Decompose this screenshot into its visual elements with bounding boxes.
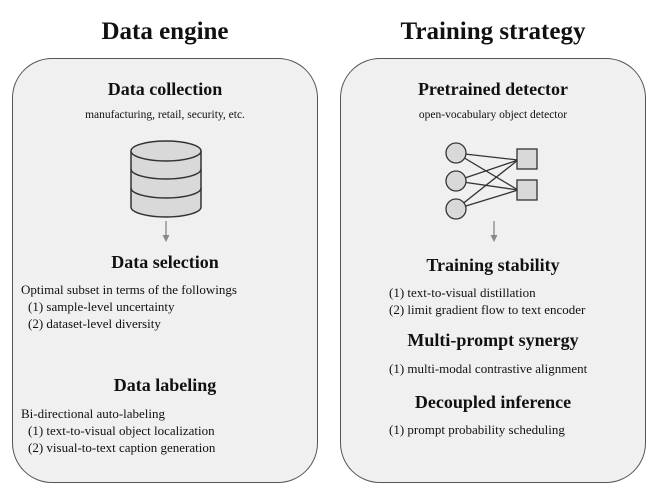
- training-stability-item: (1) text-to-visual distillation: [389, 285, 536, 300]
- data-selection-item: (1) sample-level uncertainty: [28, 299, 175, 314]
- pretrained-detector-heading: Pretrained detector: [417, 79, 569, 99]
- multi-prompt-synergy-heading: Multi-prompt synergy: [407, 330, 579, 350]
- data-labeling-heading: Data labeling: [113, 375, 217, 395]
- data-selection-intro: Optimal subset in terms of the following…: [21, 282, 237, 297]
- multi-prompt-synergy-text: (1) multi-modal contrastive alignment: [389, 360, 587, 377]
- training-stability-item: (2) limit gradient flow to text encoder: [389, 302, 586, 317]
- pretrained-detector-subtitle: open-vocabulary object detector: [418, 109, 568, 121]
- decoupled-inference-heading: Decoupled inference: [414, 392, 572, 412]
- data-labeling-item: (1) text-to-visual object localization: [28, 423, 215, 438]
- data-collection-heading: Data collection: [107, 79, 223, 99]
- flow-arrow: [162, 221, 170, 242]
- data-collection-subtitle: manufacturing, retail, security, etc.: [85, 109, 245, 121]
- data-selection-heading: Data selection: [111, 252, 219, 272]
- training-stability-text: (1) text-to-visual distillation (2) limi…: [389, 284, 585, 318]
- data-labeling-intro: Bi-directional auto-labeling: [21, 406, 166, 421]
- data-engine-title: Data engine: [101, 18, 229, 45]
- decoupled-inference-item: (1) prompt probability scheduling: [389, 422, 565, 437]
- network-icon: [445, 142, 538, 220]
- training-strategy-title: Training strategy: [400, 18, 586, 45]
- data-labeling-text: Bi-directional auto-labeling (1) text-to…: [21, 405, 215, 456]
- data-engine-panel: Data collection manufacturing, retail, s…: [12, 58, 318, 483]
- data-selection-text: Optimal subset in terms of the following…: [21, 281, 237, 332]
- flow-arrow: [490, 221, 498, 242]
- training-strategy-panel: Pretrained detector open-vocabulary obje…: [340, 58, 646, 483]
- multi-prompt-synergy-item: (1) multi-modal contrastive alignment: [389, 361, 588, 376]
- decoupled-inference-text: (1) prompt probability scheduling: [389, 421, 565, 438]
- database-icon: [130, 140, 202, 218]
- data-labeling-item: (2) visual-to-text caption generation: [28, 440, 216, 455]
- training-stability-heading: Training stability: [426, 255, 560, 275]
- data-selection-item: (2) dataset-level diversity: [28, 316, 161, 331]
